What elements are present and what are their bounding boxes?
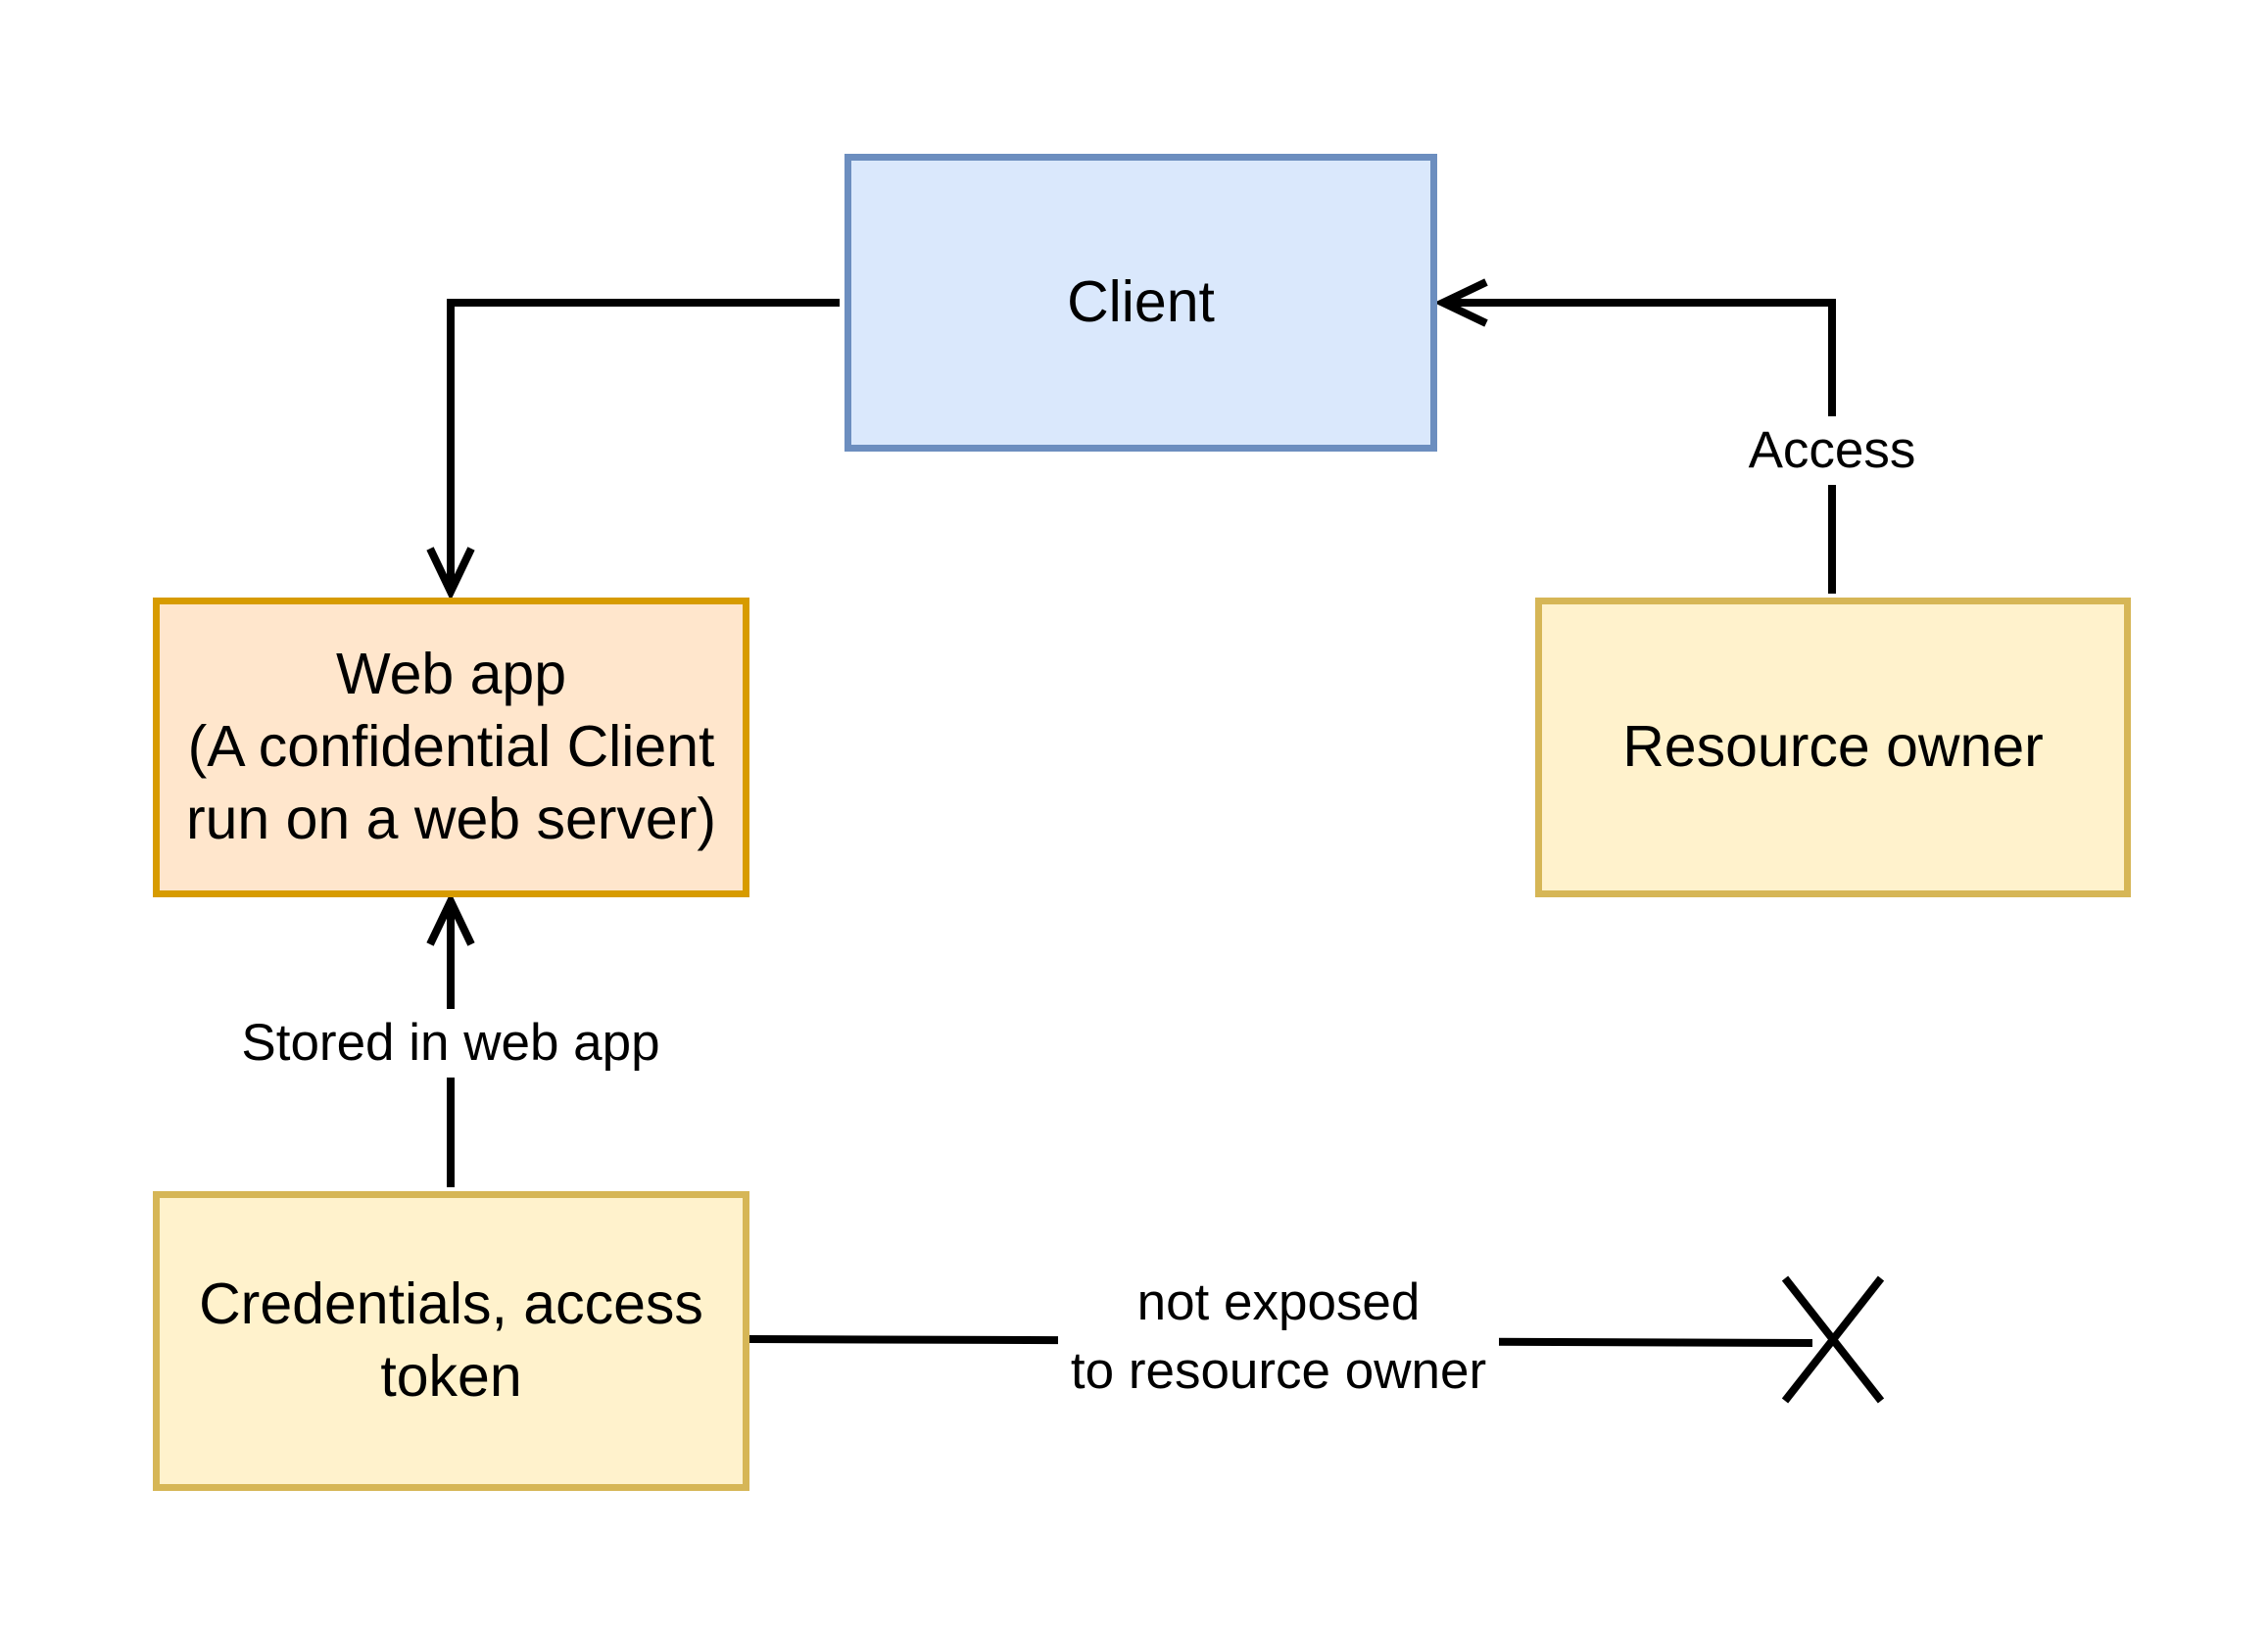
access-edge-label: Access (1734, 416, 1930, 485)
edge-owner-to-client (1445, 299, 1836, 594)
edge-client-to-webapp (447, 299, 840, 590)
resource-owner-node: Resource owner (1535, 598, 2131, 897)
arrowhead-client-right (1433, 278, 1488, 327)
credentials-node: Credentials, access token (153, 1191, 749, 1491)
webapp-node: Web app (A confidential Client run on a … (153, 598, 749, 897)
resource-owner-label: Resource owner (1622, 714, 2044, 780)
cross-icon (1781, 1275, 1885, 1404)
credentials-label: Credentials, access token (199, 1271, 703, 1409)
client-node: Client (844, 154, 1437, 452)
client-label: Client (1067, 269, 1215, 335)
stored-edge-label: Stored in web app (216, 1009, 686, 1078)
arrowhead-webapp-bottom (426, 891, 475, 946)
not-exposed-edge-label: not exposed to resource owner (1058, 1269, 1499, 1411)
arrowhead-webapp-top (426, 547, 475, 601)
webapp-label: Web app (A confidential Client run on a … (185, 642, 717, 851)
